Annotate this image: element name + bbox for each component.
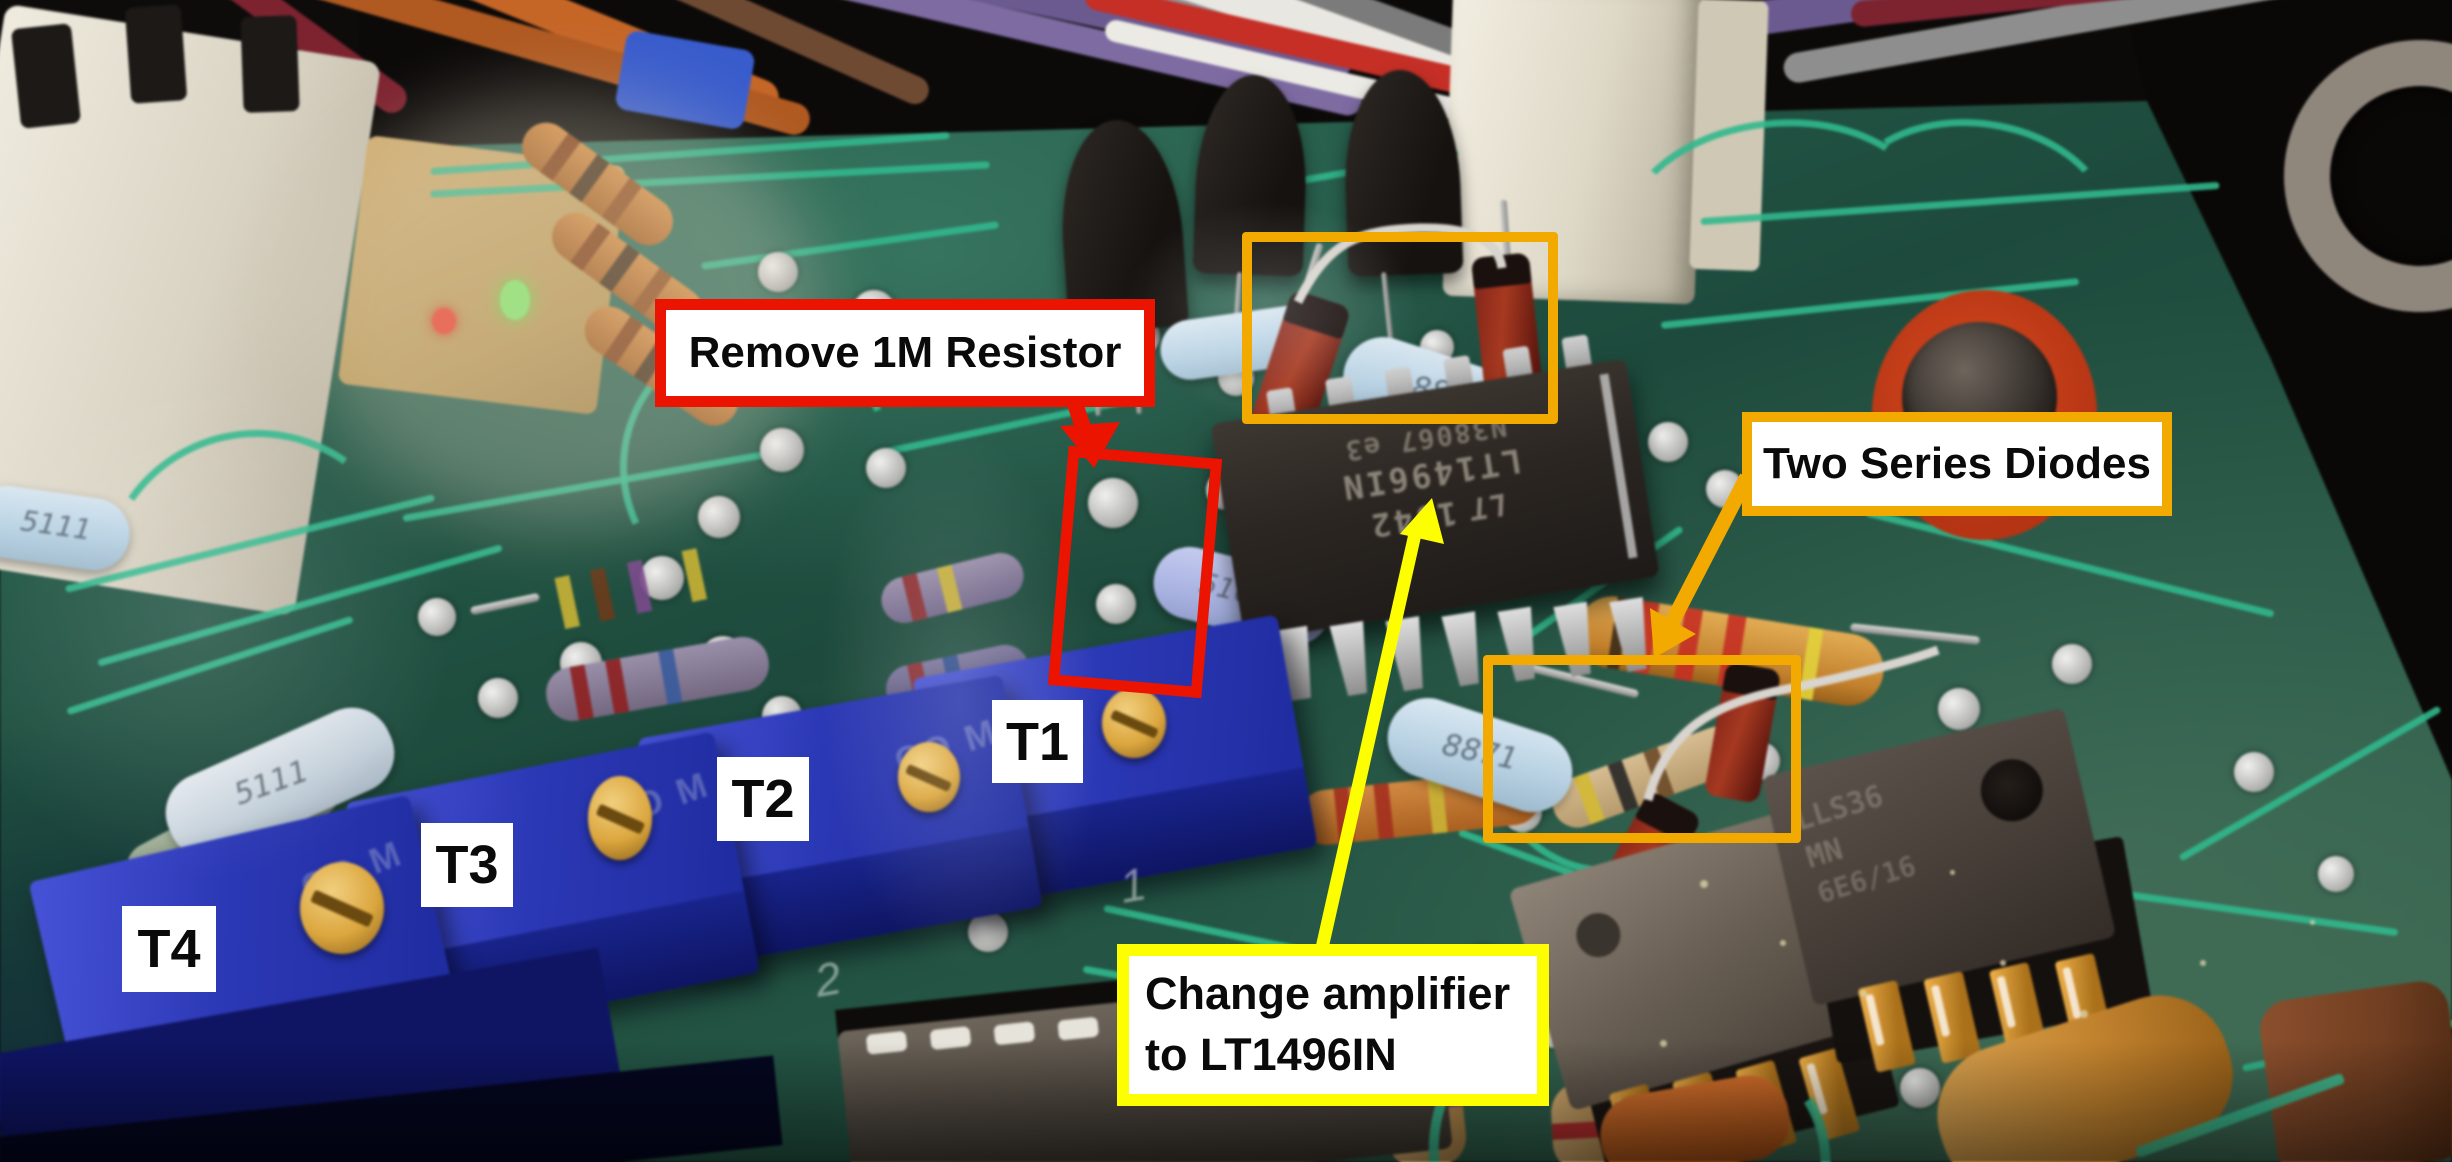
change-amplifier-line1: Change amplifier — [1145, 968, 1511, 1020]
trimmer-screw — [300, 862, 384, 954]
trimmer-screw — [898, 742, 960, 812]
trimmer-label-t3: T3 — [421, 823, 513, 907]
series-diodes-label-text: Two Series Diodes — [1763, 439, 2151, 488]
change-amplifier-label: Change amplifier to LT1496IN — [1117, 944, 1549, 1106]
remove-resistor-box — [1047, 445, 1223, 699]
series-diodes-label: Two Series Diodes — [1742, 412, 2172, 516]
amber-arrow — [1650, 473, 1754, 658]
series-diodes-box-top — [1242, 232, 1558, 424]
change-amplifier-line2: to LT1496IN — [1145, 1029, 1397, 1080]
trimmer-label-t1: T1 — [992, 700, 1083, 783]
trimmer-screw — [1102, 688, 1166, 758]
series-diodes-box-bottom — [1483, 655, 1801, 843]
trimmer-label-t4: T4 — [122, 906, 216, 992]
remove-resistor-label-text: Remove 1M Resistor — [688, 328, 1122, 377]
trimmer-screw — [588, 776, 652, 860]
yellow-arrow — [1315, 498, 1444, 950]
trimmer-label-t2: T2 — [717, 757, 809, 841]
remove-resistor-label: Remove 1M Resistor — [655, 299, 1155, 407]
